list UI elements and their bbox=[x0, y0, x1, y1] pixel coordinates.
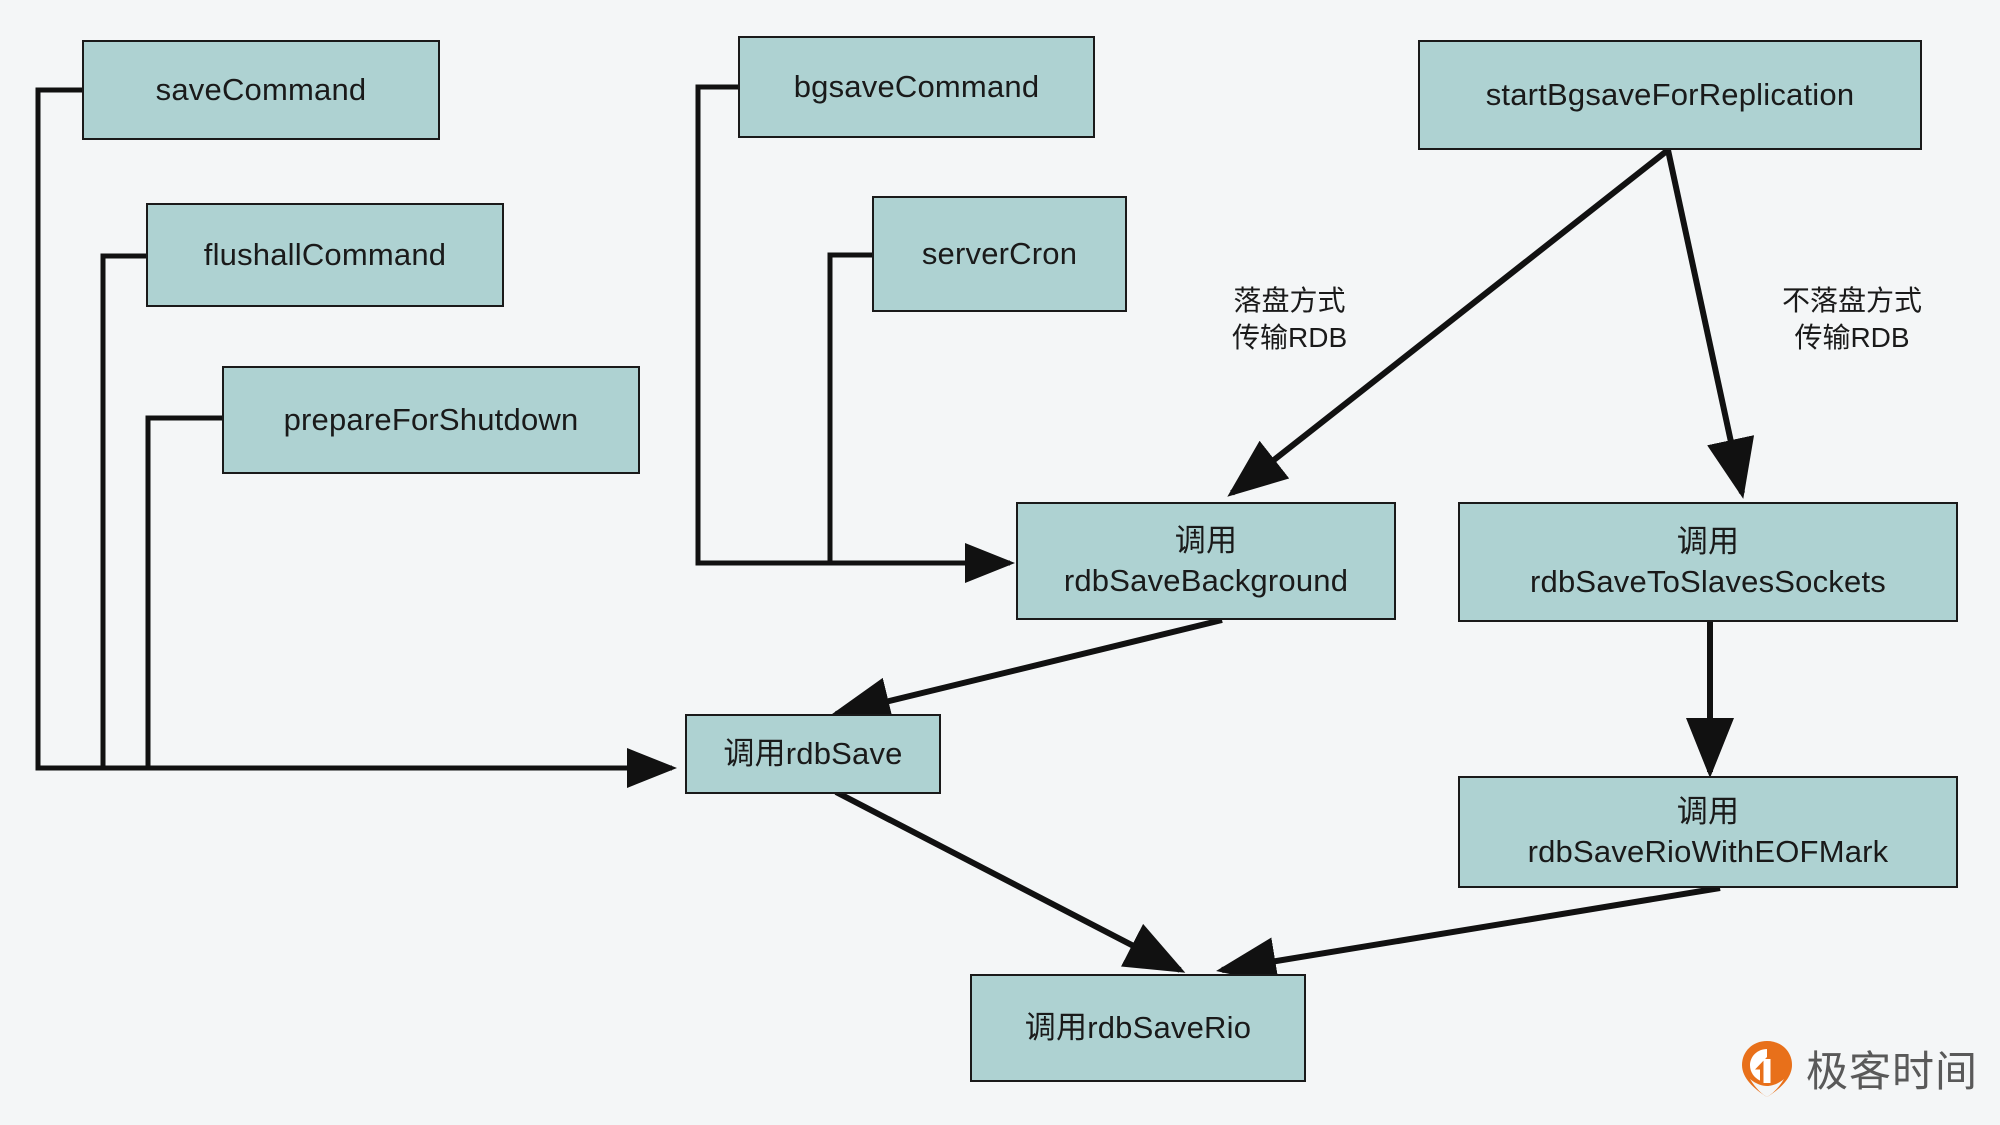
node-label-line1: 调用 bbox=[1676, 524, 1740, 560]
node-serverCron[interactable]: serverCron bbox=[872, 196, 1127, 312]
node-rdbSaveBackground[interactable]: 调用 rdbSaveBackground bbox=[1016, 502, 1396, 620]
edge-serverCron-to-rdbSaveBackground bbox=[827, 252, 872, 563]
geektime-wordmark: 极客时间 bbox=[1806, 1047, 1979, 1096]
geektime-pin-icon bbox=[1740, 1039, 1794, 1099]
node-label-line2: rdbSaveToSlavesSockets bbox=[1530, 564, 1886, 599]
edge-label-line1: 落盘方式 bbox=[1233, 285, 1346, 316]
node-rdbSaveRio[interactable]: 调用rdbSaveRio bbox=[970, 974, 1306, 1082]
edge-label-line1: 不落盘方式 bbox=[1782, 285, 1923, 316]
node-label: prepareForShutdown bbox=[283, 402, 579, 438]
node-label: flushallCommand bbox=[203, 237, 447, 273]
node-label: 调用rdbSaveRio bbox=[1024, 1010, 1252, 1046]
node-label: serverCron bbox=[921, 236, 1078, 272]
edge-bgsaveCommand-to-rdbSaveBackground bbox=[695, 84, 1015, 583]
node-label-line2: rdbSaveBackground bbox=[1063, 563, 1349, 598]
node-bgsaveCommand[interactable]: bgsaveCommand bbox=[738, 36, 1095, 138]
node-label-line2: rdbSaveRioWithEOFMark bbox=[1527, 834, 1889, 869]
node-label: 调用rdbSave bbox=[723, 736, 903, 772]
edge-rdbSaveBackground-to-rdbSave bbox=[830, 617, 1223, 725]
node-startBgsaveForReplication[interactable]: startBgsaveForReplication bbox=[1418, 40, 1922, 150]
edge-flushallCommand-to-rdbSave bbox=[100, 253, 146, 768]
edge-prepareForShutdown-to-rdbSave bbox=[145, 415, 222, 768]
node-label-line1: 调用 bbox=[1676, 794, 1740, 830]
edge-label-line2: 传输RDB bbox=[1794, 321, 1910, 353]
node-flushallCommand[interactable]: flushallCommand bbox=[146, 203, 504, 307]
edge-label-no-disk-mode: 不落盘方式 传输RDB bbox=[1782, 283, 1922, 357]
node-label: saveCommand bbox=[155, 72, 367, 108]
node-rdbSaveRioWithEOFMark[interactable]: 调用 rdbSaveRioWithEOFMark bbox=[1458, 776, 1958, 888]
edge-rdbSaveRioWithEOFMark-to-rdbSaveRio bbox=[1216, 885, 1721, 985]
edge-label-line2: 传输RDB bbox=[1232, 321, 1348, 353]
node-label: bgsaveCommand bbox=[793, 69, 1040, 105]
node-saveCommand[interactable]: saveCommand bbox=[82, 40, 440, 140]
geektime-watermark: 极客时间 bbox=[1740, 1038, 1978, 1099]
edge-label-disk-mode: 落盘方式 传输RDB bbox=[1232, 283, 1347, 357]
node-rdbSave[interactable]: 调用rdbSave bbox=[685, 714, 941, 794]
edge-rdbSave-to-rdbSaveRio bbox=[834, 789, 1186, 973]
node-label-line1: 调用 bbox=[1174, 523, 1238, 559]
node-rdbSaveToSlavesSockets[interactable]: 调用 rdbSaveToSlavesSockets bbox=[1458, 502, 1958, 622]
edge-startBgsave-to-rdbSaveToSlavesSockets bbox=[1665, 149, 1755, 499]
node-prepareForShutdown[interactable]: prepareForShutdown bbox=[222, 366, 640, 474]
node-label: startBgsaveForReplication bbox=[1485, 77, 1855, 113]
